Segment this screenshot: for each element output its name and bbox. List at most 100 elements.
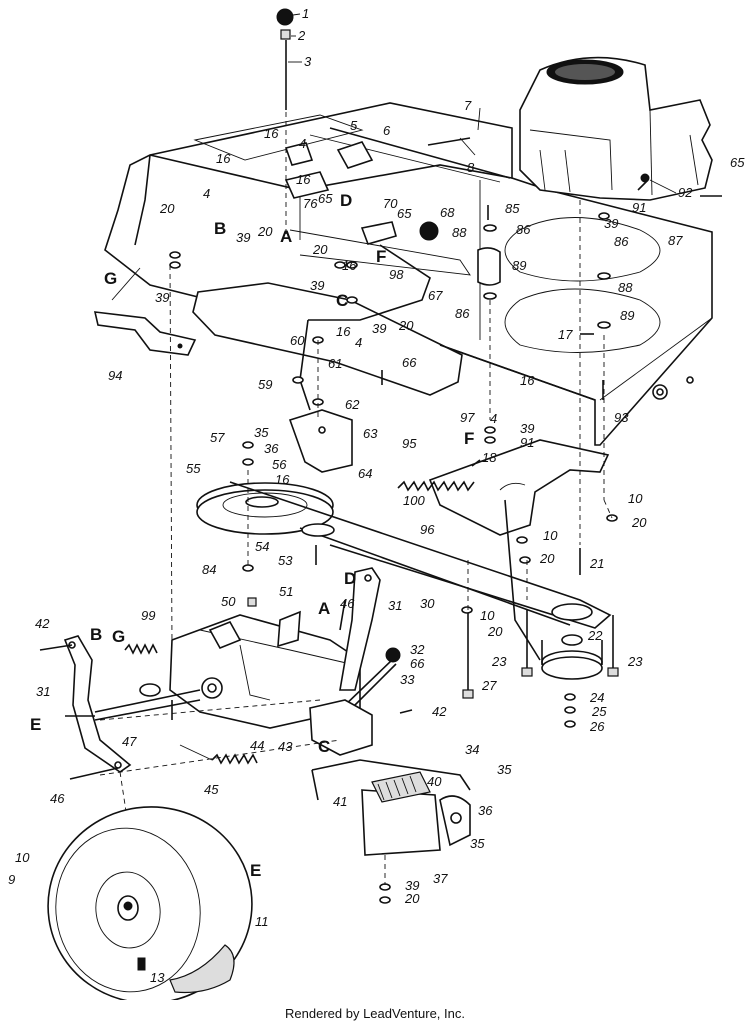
part-label: 20 <box>257 224 273 239</box>
part-label: 94 <box>108 368 122 383</box>
part-label: 55 <box>186 461 201 476</box>
part-label: 20 <box>487 624 503 639</box>
part-label: 16 <box>275 472 290 487</box>
part-label: 92 <box>678 185 693 200</box>
part-label: 35 <box>470 836 485 851</box>
part-label: 21 <box>589 556 604 571</box>
part-label: 66 <box>410 656 425 671</box>
part-label: 100 <box>403 493 425 508</box>
part-label: 89 <box>512 258 526 273</box>
part-label: 8 <box>467 160 475 175</box>
shift-lever-and-pedal <box>309 647 471 856</box>
part-label: 12 <box>212 998 227 1000</box>
reference-letter-c: C <box>318 737 330 756</box>
arms-31 <box>63 567 381 773</box>
part-label: 65 <box>318 191 333 206</box>
exploded-parts-diagram: 1 2 3 4 4 4 4 5 6 7 8 16 16 16 16 16 16 … <box>8 6 745 1000</box>
part-label: 16 <box>520 373 535 388</box>
drive-pulley-and-belt <box>196 481 612 680</box>
part-label: 86 <box>455 306 470 321</box>
part-label: 31 <box>36 684 50 699</box>
part-label: 36 <box>478 803 493 818</box>
part-label: 98 <box>389 267 404 282</box>
part-label: 25 <box>591 704 607 719</box>
wheel-tire-assembly <box>47 806 253 1000</box>
part-label: 7 <box>464 98 472 113</box>
part-label: 53 <box>278 553 293 568</box>
part-label: 36 <box>264 441 279 456</box>
part-label: 76 <box>303 196 318 211</box>
part-label: 88 <box>452 225 467 240</box>
part-label: 4 <box>490 411 497 426</box>
part-label: 9 <box>8 872 15 887</box>
part-label: 20 <box>312 242 328 257</box>
bolts-and-washers <box>39 195 722 919</box>
part-label: 85 <box>505 201 520 216</box>
part-label: 39 <box>236 230 250 245</box>
reference-letter-f: F <box>376 247 386 266</box>
part-label: 16 <box>216 151 231 166</box>
part-label: 35 <box>254 425 269 440</box>
frame-body-panel <box>104 102 713 446</box>
part-label: 23 <box>627 654 643 669</box>
part-label: 39 <box>405 878 419 893</box>
part-label: 31 <box>388 598 402 613</box>
part-label: 65 <box>397 206 412 221</box>
part-label: 35 <box>497 762 512 777</box>
part-label: 95 <box>402 436 417 451</box>
part-label: 65 <box>730 155 745 170</box>
part-label: 97 <box>460 410 475 425</box>
part-label: 40 <box>427 774 442 789</box>
part-label: 41 <box>333 794 347 809</box>
part-label: 70 <box>383 196 398 211</box>
engine <box>519 56 713 201</box>
part-label: 16 <box>336 324 351 339</box>
part-label: 57 <box>210 430 225 445</box>
reference-letters: A A B B C C D D E E F F G G <box>30 191 474 880</box>
part-label: 24 <box>589 690 604 705</box>
part-label: 26 <box>589 719 605 734</box>
part-label: 50 <box>221 594 236 609</box>
part-label: 86 <box>614 234 629 249</box>
reference-letter-g: G <box>104 269 117 288</box>
part-label: 61 <box>328 356 342 371</box>
part-label: 62 <box>345 397 360 412</box>
part-label: 42 <box>432 704 447 719</box>
reference-letter-c: C <box>336 291 348 310</box>
transmission-bracket-18 <box>428 439 610 661</box>
part-label: 3 <box>304 54 312 69</box>
part-label: 11 <box>255 914 269 929</box>
part-label: 64 <box>358 466 372 481</box>
leader-lines <box>111 13 677 301</box>
part-label: 56 <box>272 457 287 472</box>
reference-letter-f: F <box>464 429 474 448</box>
part-label: 16 <box>264 126 279 141</box>
reference-letter-d: D <box>344 569 356 588</box>
part-label: 96 <box>420 522 435 537</box>
part-label: 33 <box>400 672 415 687</box>
part-label: 39 <box>155 290 169 305</box>
part-label: 87 <box>668 233 683 248</box>
part-label: 4 <box>299 136 306 151</box>
part-label: 84 <box>202 562 216 577</box>
part-label: 30 <box>420 596 435 611</box>
part-label: 51 <box>279 584 293 599</box>
part-label: 67 <box>428 288 443 303</box>
reference-letter-a: A <box>318 599 330 618</box>
part-label: 88 <box>618 280 633 295</box>
part-label: 68 <box>440 205 455 220</box>
part-label: 32 <box>410 642 425 657</box>
part-label: 47 <box>122 734 137 749</box>
part-label: 10 <box>543 528 558 543</box>
part-label: 16 <box>296 172 311 187</box>
part-label: 39 <box>604 216 618 231</box>
reference-letter-a: A <box>280 227 292 246</box>
part-label: 20 <box>631 515 647 530</box>
shift-rod-assembly <box>276 8 294 235</box>
reference-letter-e: E <box>30 715 41 734</box>
part-label: 54 <box>255 539 269 554</box>
part-label: 91 <box>520 435 534 450</box>
part-label: 22 <box>587 628 603 643</box>
reference-letter-b: B <box>90 625 102 644</box>
